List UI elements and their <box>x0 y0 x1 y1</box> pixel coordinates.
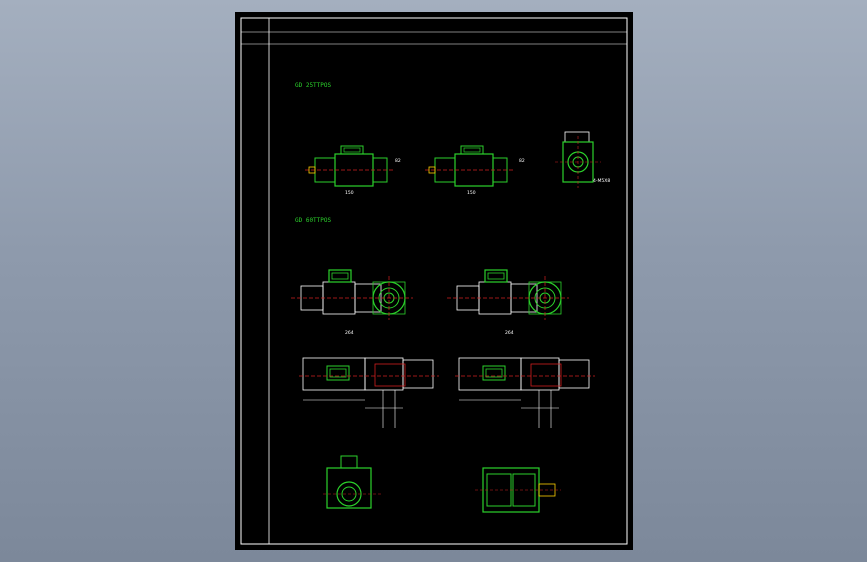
gearbox-end-view <box>323 455 381 509</box>
inner-frame <box>240 17 628 545</box>
motor-side-view-2 <box>446 269 570 321</box>
motor-top-view-1 <box>298 357 440 429</box>
motor-front-view-2 <box>424 145 516 187</box>
motor-front-view-1 <box>304 145 396 187</box>
dim-length-3: 264 <box>345 330 354 336</box>
motor-side-view-1 <box>290 269 414 321</box>
motor-end-view <box>555 131 601 188</box>
dim-height-2: 82 <box>519 158 525 164</box>
cad-drawing: GD 25TTPOS 150 82 150 82 4-M5X8 GD 60TTP… <box>240 17 628 545</box>
dim-length-4: 264 <box>505 330 514 336</box>
gearbox-section-view <box>475 467 561 513</box>
drawing-sheet: GD 25TTPOS 150 82 150 82 4-M5X8 GD 60TTP… <box>235 12 633 550</box>
end-view-label: 4-M5X8 <box>593 178 610 184</box>
motor-top-view-2 <box>454 357 596 429</box>
section-2-title: GD 60TTPOS <box>295 217 332 224</box>
dim-length-1: 150 <box>345 190 354 196</box>
dim-height-1: 82 <box>395 158 401 164</box>
dim-length-2: 150 <box>467 190 476 196</box>
section-1-title: GD 25TTPOS <box>295 82 332 89</box>
